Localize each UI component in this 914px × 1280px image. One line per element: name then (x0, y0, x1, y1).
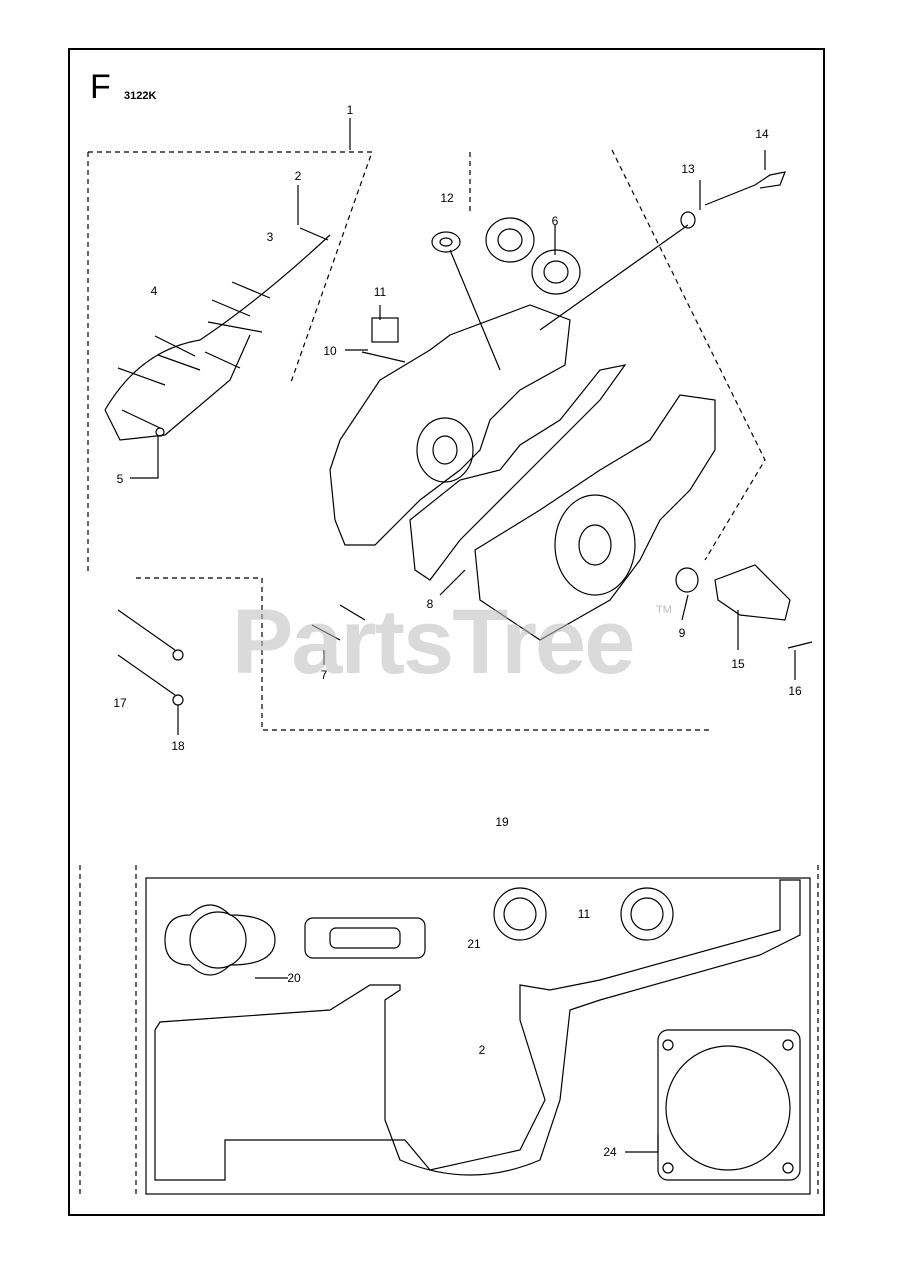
lower-bolts (117, 604, 366, 706)
crankcase-halves (329, 304, 813, 649)
watermark-trademark: TM (656, 604, 672, 616)
callout-5: 5 (116, 472, 124, 486)
cover-gasket-group (104, 227, 331, 441)
watermark: PartsTree (232, 591, 635, 693)
callout-1: 1 (346, 103, 354, 117)
callout-4: 4 (150, 284, 158, 298)
callout-11: 11 (373, 285, 387, 299)
callout-11-gasket: 11 (577, 907, 591, 921)
callout-20: 20 (287, 971, 301, 985)
callout-16: 16 (788, 684, 802, 698)
bearing-group (361, 171, 786, 363)
callout-7: 7 (320, 668, 328, 682)
diagram-frame (68, 48, 825, 1216)
callout-21: 21 (467, 937, 481, 951)
callout-14: 14 (755, 127, 769, 141)
callout-19: 19 (495, 815, 509, 829)
gasket-set-box (145, 877, 811, 1195)
callout-24: 24 (603, 1145, 617, 1159)
diagram-code: 3122K (124, 90, 157, 102)
callout-15: 15 (731, 657, 745, 671)
callout-12: 12 (440, 191, 454, 205)
callout-8: 8 (426, 597, 434, 611)
callout-2-gasket: 2 (478, 1043, 486, 1057)
callout-6: 6 (551, 214, 559, 228)
callout-2: 2 (294, 169, 302, 183)
callout-3: 3 (266, 230, 274, 244)
dashed-group-lines (79, 149, 819, 1195)
callout-17: 17 (113, 696, 127, 710)
callout-9: 9 (678, 626, 686, 640)
section-letter: F (90, 68, 111, 106)
callout-10: 10 (323, 344, 337, 358)
callout-18: 18 (171, 739, 185, 753)
callout-13: 13 (681, 162, 695, 176)
